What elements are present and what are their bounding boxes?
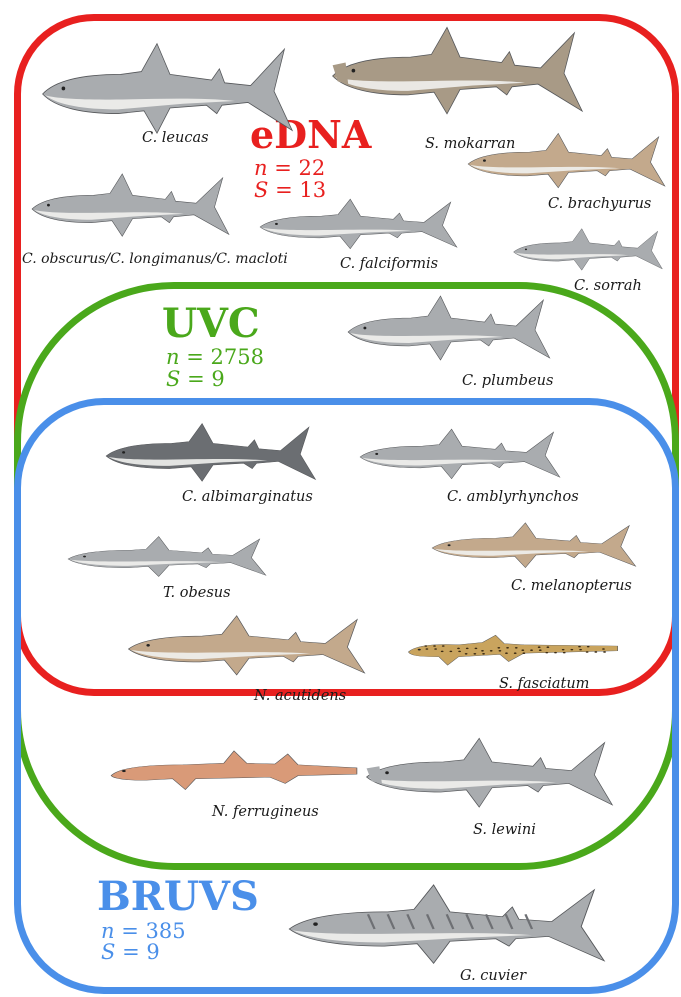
c-amblyrhynchos-illustration <box>358 426 566 488</box>
species-label-n-ferrugineus: N. ferrugineus <box>212 804 319 820</box>
bruvs-s-stat: S = 9 <box>101 942 160 962</box>
s-value: = 9 <box>122 940 160 964</box>
s-value: = 9 <box>187 367 225 391</box>
s-lewini-illustration <box>364 734 620 820</box>
species-label-c-brachyurus: C. brachyurus <box>548 196 651 212</box>
species-label-s-fasciatum: S. fasciatum <box>499 676 589 692</box>
uvc-s-stat: S = 9 <box>166 369 225 389</box>
uvc-title: UVC <box>162 300 260 347</box>
uvc-n-stat: n = 2758 <box>166 347 264 367</box>
species-label-s-mokarran: S. mokarran <box>425 136 515 152</box>
c-melanopterus-illustration <box>430 520 642 576</box>
edna-n-stat: n = 22 <box>254 158 325 178</box>
species-label-g-cuvier: G. cuvier <box>460 968 526 984</box>
species-label-n-acutidens: N. acutidens <box>254 688 346 704</box>
c-falciformis-illustration <box>258 196 463 258</box>
n-acutidens-illustration <box>126 612 372 686</box>
s-mokarran-illustration <box>330 22 590 130</box>
species-label-c-leucas: C. leucas <box>142 130 209 146</box>
c-sorrah-illustration <box>512 226 667 278</box>
n-value: = 22 <box>274 156 325 180</box>
bruvs-n-stat: n = 385 <box>101 921 186 941</box>
species-label-c-falciformis: C. falciformis <box>340 256 438 272</box>
species-label-s-lewini: S. lewini <box>473 822 536 838</box>
n-ferrugineus-illustration <box>106 740 362 802</box>
species-label-c-albimarginatus: C. albimarginatus <box>182 489 313 505</box>
t-obesus-illustration <box>66 534 272 584</box>
s-symbol: S <box>166 367 180 391</box>
s-fasciatum-illustration <box>404 628 622 676</box>
s-symbol: S <box>101 940 115 964</box>
species-label-t-obesus: T. obesus <box>163 585 231 601</box>
species-label-c-plumbeus: C. plumbeus <box>462 373 553 389</box>
bruvs-title: BRUVS <box>97 873 259 920</box>
species-label-c-sorrah: C. sorrah <box>574 278 642 294</box>
n-symbol: n <box>166 345 180 369</box>
c-plumbeus-illustration <box>346 292 556 372</box>
species-label-c-amblyrhynchos: C. amblyrhynchos <box>447 489 579 505</box>
species-label-c-melanopterus: C. melanopterus <box>511 578 632 594</box>
c-obscurus-illustration <box>30 170 235 248</box>
species-label-c-obscurus-group: C. obscurus/C. longimanus/C. macloti <box>22 251 288 267</box>
g-cuvier-illustration <box>286 880 614 978</box>
n-symbol: n <box>254 156 268 180</box>
n-value: = 2758 <box>186 345 264 369</box>
c-albimarginatus-illustration <box>104 420 322 492</box>
